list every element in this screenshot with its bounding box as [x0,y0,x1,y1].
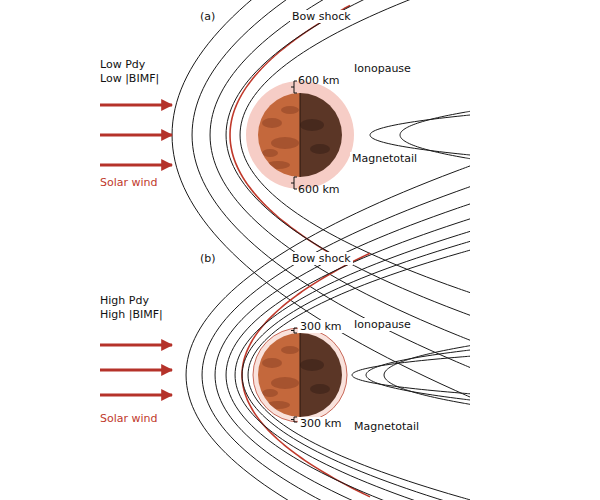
condition-label: Low Pdy [100,58,145,71]
solar-wind-arrow [100,164,172,167]
field-line [215,204,470,500]
thickness-label: 300 km [298,417,344,430]
ionopause-halo [253,328,347,422]
magnetotail-label: Magnetotail [350,152,419,165]
panel-letter: (a) [200,10,215,23]
field-line [192,0,470,367]
solar-wind-arrow [100,104,172,107]
solar-wind-label: Solar wind [100,176,158,189]
panel-letter: (b) [200,252,216,265]
magnetotail-line [370,115,470,155]
thickness-bracket [291,177,297,189]
thickness-bracket [291,417,297,422]
bow-shock-label: Bow shock [290,10,353,23]
field-line [210,0,470,340]
thickness-label: 600 km [298,74,340,87]
solar-wind-arrow [100,394,172,397]
magnetotail-line [366,350,470,400]
magnetotail-label: Magnetotail [352,420,421,433]
mars-planet [258,333,342,417]
solar-wind-arrow [100,344,172,347]
field-line [242,241,470,500]
mars-planet [258,93,342,177]
magnetotail-line [384,346,470,405]
condition-label: Low |BIMF| [100,72,159,85]
solar-wind-label: Solar wind [100,412,158,425]
condition-label: High |BIMF| [100,308,163,321]
field-line [186,166,470,500]
solar-wind-arrow [100,369,172,372]
condition-label: High Pdy [100,294,149,307]
field-line [202,187,470,500]
magnetotail-line [352,356,470,394]
thickness-bracket [291,81,297,93]
thickness-label: 300 km [298,320,344,333]
ionopause-label: Ionopause [352,318,413,331]
field-line [226,219,470,500]
panel-drawing [100,166,470,500]
field-line [235,231,470,500]
field-line [226,0,470,315]
ionopause-halo [246,81,354,189]
thickness-bracket [291,328,297,333]
bow-shock-label: Bow shock [290,252,353,265]
solar-wind-arrow [100,134,172,137]
thickness-label: 600 km [298,183,340,196]
ionopause-label: Ionopause [352,62,413,75]
